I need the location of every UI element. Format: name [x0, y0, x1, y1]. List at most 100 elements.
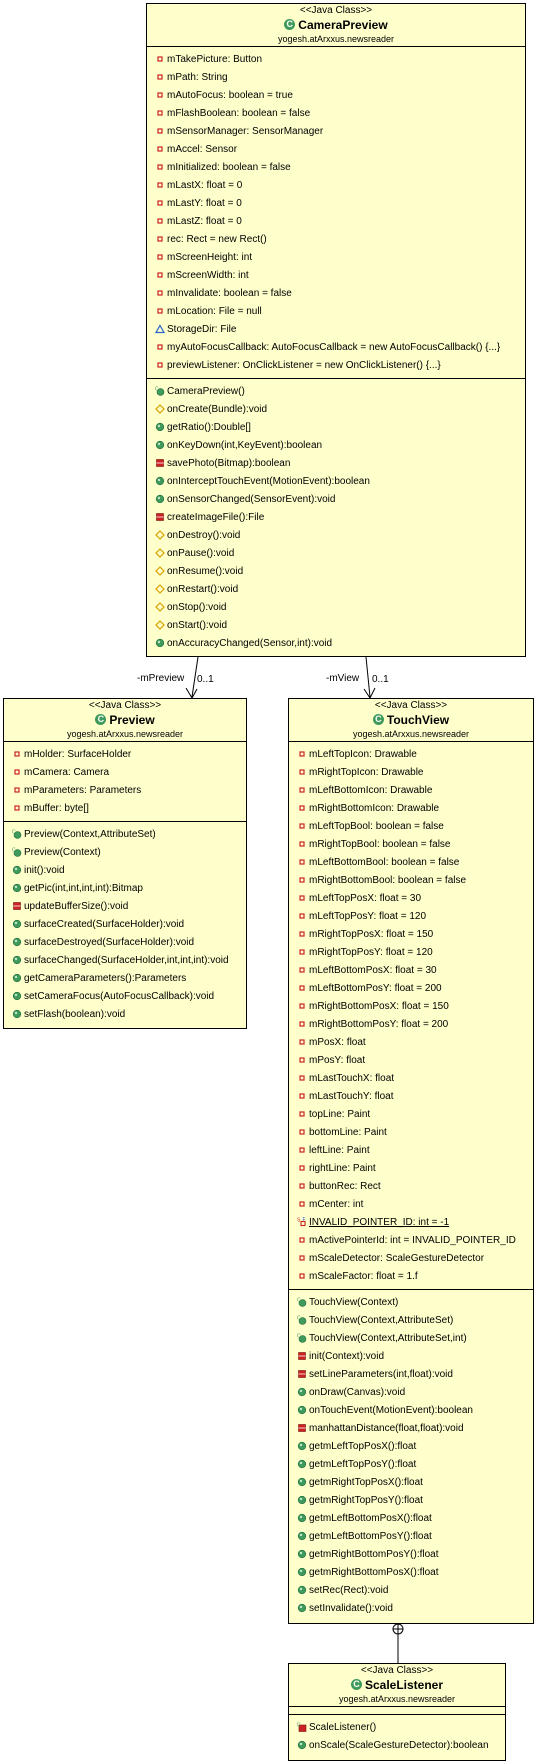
- class-field[interactable]: mRightTopPosY: float = 120: [289, 944, 533, 962]
- class-method[interactable]: init():void: [4, 862, 246, 880]
- class-field[interactable]: mSensorManager: SensorManager: [147, 123, 525, 141]
- class-method[interactable]: getmRightBottomPosX():float: [289, 1564, 533, 1582]
- class-method[interactable]: onKeyDown(int,KeyEvent):boolean: [147, 437, 525, 455]
- class-field[interactable]: mLeftTopPosX: float = 30: [289, 890, 533, 908]
- class-method[interactable]: manhattanDistance(float,float):void: [289, 1420, 533, 1438]
- class-field[interactable]: mLeftTopIcon: Drawable: [289, 746, 533, 764]
- class-method[interactable]: onDestroy():void: [147, 527, 525, 545]
- class-method[interactable]: setRec(Rect):void: [289, 1582, 533, 1600]
- class-field[interactable]: mLeftBottomPosX: float = 30: [289, 962, 533, 980]
- class-field[interactable]: mRightBottomBool: boolean = false: [289, 872, 533, 890]
- class-field[interactable]: mLeftBottomPosY: float = 200: [289, 980, 533, 998]
- class-field[interactable]: mRightTopBool: boolean = false: [289, 836, 533, 854]
- class-method[interactable]: getPic(int,int,int,int):Bitmap: [4, 880, 246, 898]
- class-field[interactable]: mBuffer: byte[]: [4, 800, 246, 818]
- class-field[interactable]: mScreenWidth: int: [147, 267, 525, 285]
- class-field[interactable]: mLeftBottomBool: boolean = false: [289, 854, 533, 872]
- class-method[interactable]: onTouchEvent(MotionEvent):boolean: [289, 1402, 533, 1420]
- class-method[interactable]: onDraw(Canvas):void: [289, 1384, 533, 1402]
- class-method[interactable]: onPause():void: [147, 545, 525, 563]
- class-field[interactable]: mHolder: SurfaceHolder: [4, 746, 246, 764]
- class-field[interactable]: mAccel: Sensor: [147, 141, 525, 159]
- class-method[interactable]: onScale(ScaleGestureDetector):boolean: [289, 1737, 505, 1755]
- class-field[interactable]: mCamera: Camera: [4, 764, 246, 782]
- class-method[interactable]: init(Context):void: [289, 1348, 533, 1366]
- class-field[interactable]: mParameters: Parameters: [4, 782, 246, 800]
- class-method[interactable]: surfaceChanged(SurfaceHolder,int,int,int…: [4, 952, 246, 970]
- class-field[interactable]: mAutoFocus: boolean = true: [147, 87, 525, 105]
- class-field[interactable]: mInitialized: boolean = false: [147, 159, 525, 177]
- class-method[interactable]: onCreate(Bundle):void: [147, 401, 525, 419]
- class-method[interactable]: getmLeftBottomPosY():float: [289, 1528, 533, 1546]
- class-field[interactable]: rightLine: Paint: [289, 1160, 533, 1178]
- class-field[interactable]: mInvalidate: boolean = false: [147, 285, 525, 303]
- class-field[interactable]: mLeftTopPosY: float = 120: [289, 908, 533, 926]
- class-method[interactable]: onAccuracyChanged(Sensor,int):void: [147, 635, 525, 653]
- class-method[interactable]: getmLeftTopPosX():float: [289, 1438, 533, 1456]
- class-method[interactable]: onInterceptTouchEvent(MotionEvent):boole…: [147, 473, 525, 491]
- class-method[interactable]: savePhoto(Bitmap):boolean: [147, 455, 525, 473]
- class-method[interactable]: surfaceCreated(SurfaceHolder):void: [4, 916, 246, 934]
- class-field[interactable]: topLine: Paint: [289, 1106, 533, 1124]
- class-field[interactable]: mRightTopIcon: Drawable: [289, 764, 533, 782]
- class-method[interactable]: setFlash(boolean):void: [4, 1006, 246, 1024]
- class-field[interactable]: myAutoFocusCallback: AutoFocusCallback =…: [147, 339, 525, 357]
- class-field[interactable]: mScreenHeight: int: [147, 249, 525, 267]
- class-method[interactable]: setCameraFocus(AutoFocusCallback):void: [4, 988, 246, 1006]
- class-field[interactable]: mScaleFactor: float = 1.f: [289, 1268, 533, 1286]
- class-method[interactable]: onResume():void: [147, 563, 525, 581]
- class-field[interactable]: mRightBottomPosX: float = 150: [289, 998, 533, 1016]
- class-field[interactable]: mScaleDetector: ScaleGestureDetector: [289, 1250, 533, 1268]
- class-field[interactable]: mFlashBoolean: boolean = false: [147, 105, 525, 123]
- class-method[interactable]: updateBufferSize():void: [4, 898, 246, 916]
- class-field[interactable]: mLastTouchY: float: [289, 1088, 533, 1106]
- class-method[interactable]: setInvalidate():void: [289, 1600, 533, 1618]
- class-field[interactable]: mLastX: float = 0: [147, 177, 525, 195]
- class-method[interactable]: onRestart():void: [147, 581, 525, 599]
- class-field[interactable]: leftLine: Paint: [289, 1142, 533, 1160]
- class-field[interactable]: mLeftBottomIcon: Drawable: [289, 782, 533, 800]
- class-method[interactable]: getmRightTopPosY():float: [289, 1492, 533, 1510]
- class-method[interactable]: setLineParameters(int,float):void: [289, 1366, 533, 1384]
- class-method[interactable]: getRatio():Double[]: [147, 419, 525, 437]
- class-method[interactable]: getmRightBottomPosY():float: [289, 1546, 533, 1564]
- class-field[interactable]: buttonRec: Rect: [289, 1178, 533, 1196]
- class-method[interactable]: getCameraParameters():Parameters: [4, 970, 246, 988]
- class-field[interactable]: bottomLine: Paint: [289, 1124, 533, 1142]
- class-field[interactable]: mPosX: float: [289, 1034, 533, 1052]
- class-field[interactable]: mLastZ: float = 0: [147, 213, 525, 231]
- class-field[interactable]: mRightTopPosX: float = 150: [289, 926, 533, 944]
- class-method[interactable]: onSensorChanged(SensorEvent):void: [147, 491, 525, 509]
- class-field[interactable]: StorageDir: File: [147, 321, 525, 339]
- class-field[interactable]: mLastTouchX: float: [289, 1070, 533, 1088]
- class-method[interactable]: onStop():void: [147, 599, 525, 617]
- class-method[interactable]: createImageFile():File: [147, 509, 525, 527]
- class-field[interactable]: mCenter: int: [289, 1196, 533, 1214]
- class-method[interactable]: getmRightTopPosX():float: [289, 1474, 533, 1492]
- class-method[interactable]: surfaceDestroyed(SurfaceHolder):void: [4, 934, 246, 952]
- class-field[interactable]: rec: Rect = new Rect(): [147, 231, 525, 249]
- class-field[interactable]: mActivePointerId: int = INVALID_POINTER_…: [289, 1232, 533, 1250]
- class-field[interactable]: mRightBottomIcon: Drawable: [289, 800, 533, 818]
- class-field[interactable]: mPath: String: [147, 69, 525, 87]
- class-method[interactable]: getmLeftBottomPosX():float: [289, 1510, 533, 1528]
- class-field[interactable]: mTakePicture: Button: [147, 51, 525, 69]
- class-field[interactable]: mPosY: float: [289, 1052, 533, 1070]
- class-method[interactable]: onStart():void: [147, 617, 525, 635]
- class-method[interactable]: getmLeftTopPosY():float: [289, 1456, 533, 1474]
- class-field[interactable]: mLocation: File = null: [147, 303, 525, 321]
- class-field[interactable]: mRightBottomPosY: float = 200: [289, 1016, 533, 1034]
- class-field[interactable]: mLastY: float = 0: [147, 195, 525, 213]
- class-field[interactable]: previewListener: OnClickListener = new O…: [147, 357, 525, 375]
